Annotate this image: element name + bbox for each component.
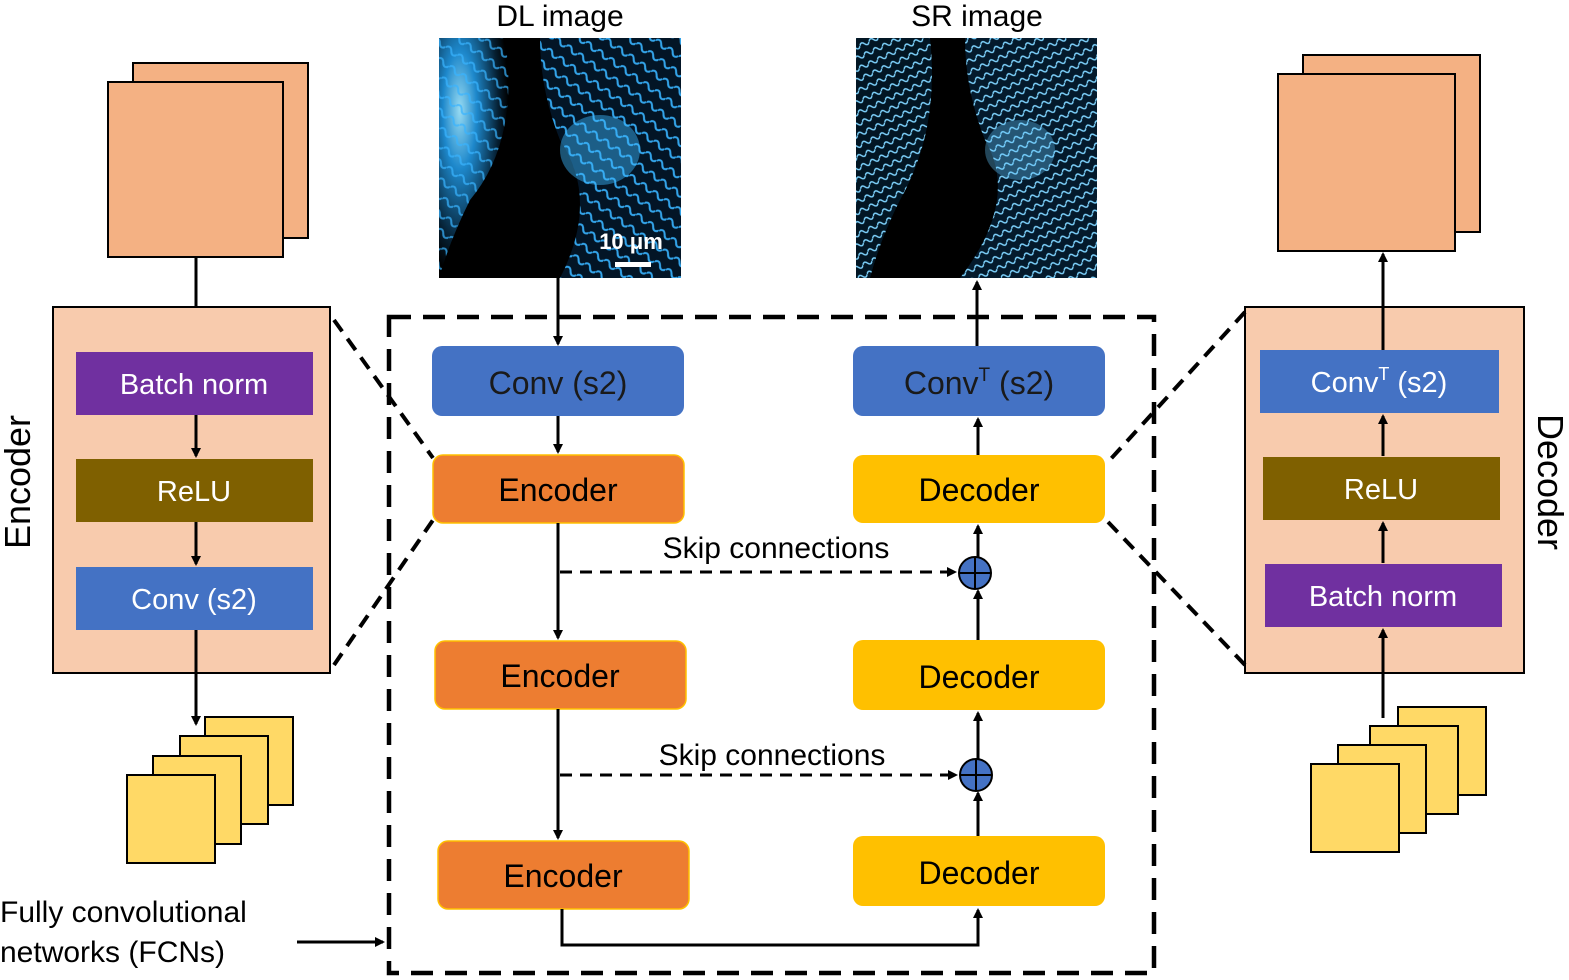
decoder-convT-block — [1260, 350, 1499, 413]
encoder-batchnorm-label: Batch norm — [120, 369, 268, 401]
decoder-relu-label: ReLU — [1344, 474, 1418, 506]
decoder-output-feature-maps — [1277, 54, 1481, 252]
input-conv-label: Conv (s2) — [489, 365, 628, 401]
output-convT-base: Conv — [904, 365, 979, 401]
fcn-dashed-box — [386, 314, 1157, 976]
encoder-block-2 — [434, 640, 687, 710]
decoder-batchnorm-label: Batch norm — [1309, 581, 1457, 613]
decoder-block-3-label: Decoder — [919, 855, 1040, 891]
decoder-batchnorm-block — [1265, 564, 1502, 627]
output-convT-sup: T — [979, 365, 991, 386]
decoder-block-3 — [853, 836, 1105, 906]
decoder-input-feature-maps — [1310, 706, 1487, 853]
encoder-relu-label: ReLU — [157, 476, 231, 508]
encoder-side-label: Encoder — [0, 415, 38, 549]
decoder-block-2 — [853, 640, 1105, 710]
decoder-block-1 — [853, 455, 1105, 523]
decoder-convT-base: Conv — [1311, 367, 1379, 399]
dl-microscopy-image: 10 μm — [439, 38, 681, 278]
encoder-conv-block — [76, 567, 313, 630]
decoder-convT-label: ConvT (s2) — [1311, 364, 1448, 399]
decoder-block-1-label: Decoder — [919, 472, 1040, 508]
decoder-convT-suffix: (s2) — [1389, 367, 1447, 399]
scale-bar — [615, 262, 651, 267]
encoder-block-1-label: Encoder — [498, 472, 618, 508]
encoder-batchnorm-block — [76, 352, 313, 415]
dl-image-title: DL image — [496, 0, 623, 33]
fcn-label-line2: networks (FCNs) — [0, 936, 225, 969]
input-conv-block — [432, 346, 684, 416]
decoder-side-label: Decoder — [1530, 414, 1569, 550]
output-convT-suffix: (s2) — [990, 365, 1054, 401]
skip-connection-2-label: Skip connections — [659, 739, 886, 772]
fcn-label-line1: Fully convolutional — [0, 896, 247, 929]
encoder-conv-label: Conv (s2) — [131, 584, 257, 616]
decoder-convT-sup: T — [1378, 364, 1389, 384]
decoder-relu-block — [1263, 457, 1500, 520]
encoder-relu-block — [76, 459, 313, 522]
sr-microscopy-image — [856, 38, 1097, 278]
scale-bar-label: 10 μm — [599, 229, 663, 254]
decoder-block-2-label: Decoder — [919, 659, 1040, 695]
encoder-output-feature-maps — [126, 716, 294, 864]
output-convT-label: ConvT (s2) — [904, 365, 1054, 401]
encoder-block-2-label: Encoder — [500, 658, 620, 694]
encoder-input-feature-maps — [107, 62, 309, 258]
sr-image-title: SR image — [911, 0, 1043, 33]
encoder-block-3-label: Encoder — [503, 858, 623, 894]
output-convT-block — [853, 346, 1105, 416]
skip-connection-1-label: Skip connections — [663, 532, 890, 565]
